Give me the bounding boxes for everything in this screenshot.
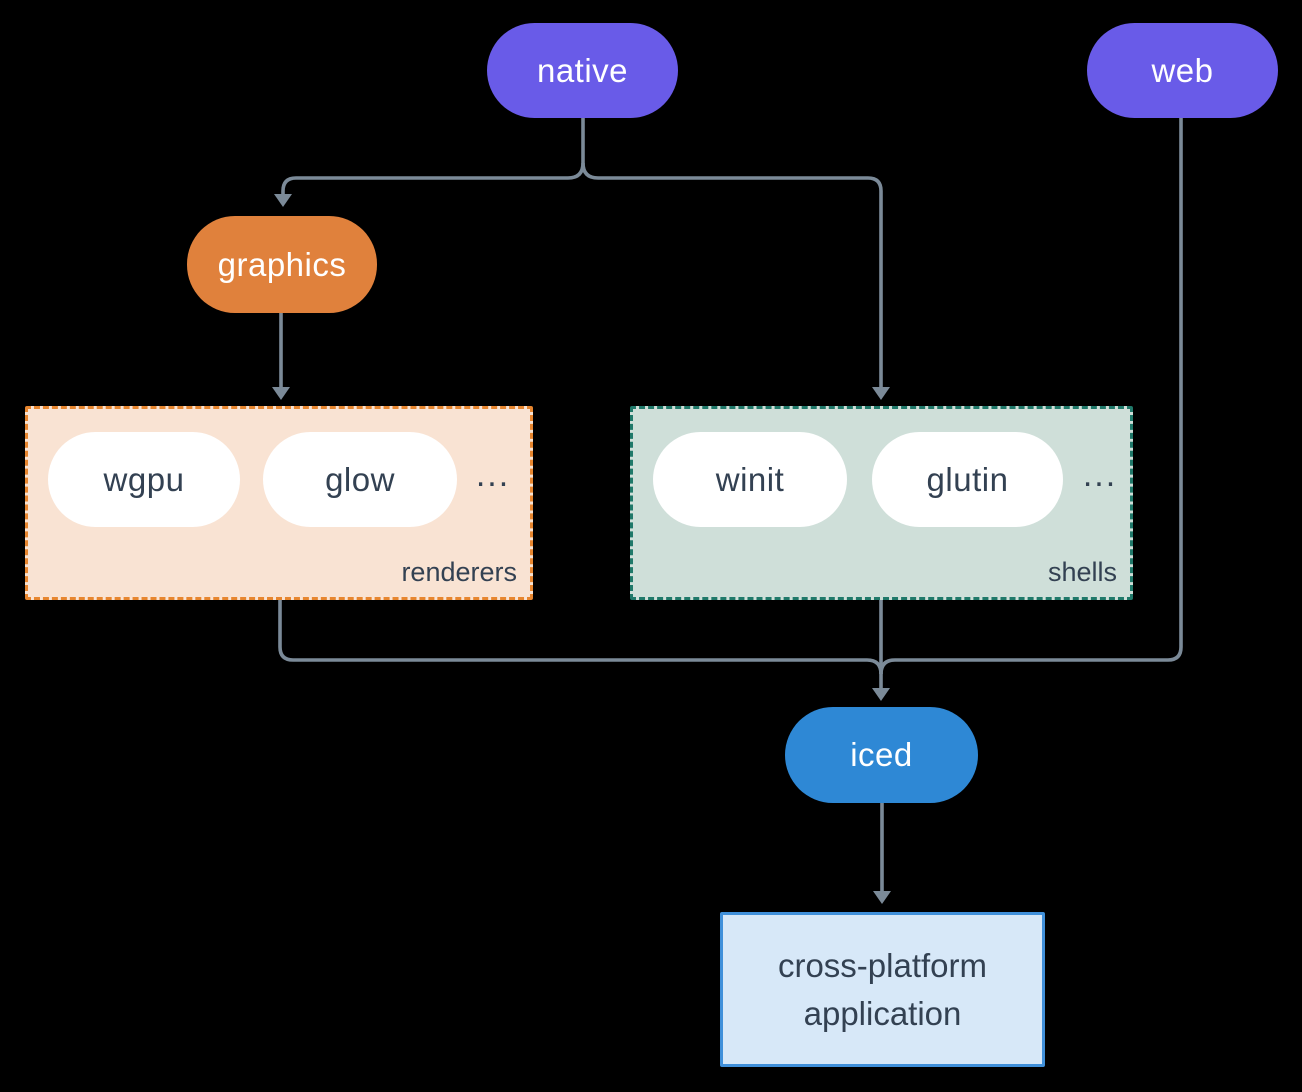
renderers-ellipsis: ...: [475, 456, 511, 494]
edge-renderers-iced: [278, 599, 883, 675]
group-renderers-label: renderers: [401, 557, 517, 587]
pill-winit: winit: [653, 432, 847, 527]
node-web: web: [1087, 23, 1278, 118]
app-box: cross-platform application: [720, 912, 1045, 1067]
app-box-line-1: cross-platform: [777, 946, 988, 984]
node-iced: iced: [785, 707, 978, 803]
edge-native-graphics: [281, 162, 585, 194]
arrowhead-iced: [872, 688, 890, 701]
arrowhead-renderers: [272, 387, 290, 400]
arrowhead-graphics: [274, 194, 292, 207]
pill-glutin: glutin: [872, 432, 1063, 527]
edge-native-shells: [581, 162, 883, 388]
arrowhead-shells: [872, 387, 890, 400]
arrowhead-app: [873, 891, 891, 904]
node-native: native: [487, 23, 678, 118]
shells-ellipsis: ...: [1082, 456, 1118, 494]
group-shells-label: shells: [1047, 557, 1117, 587]
pill-glow: glow: [263, 432, 457, 527]
app-box-line-2: application: [803, 994, 962, 1032]
pill-wgpu: wgpu: [48, 432, 240, 527]
node-graphics: graphics: [187, 216, 377, 313]
